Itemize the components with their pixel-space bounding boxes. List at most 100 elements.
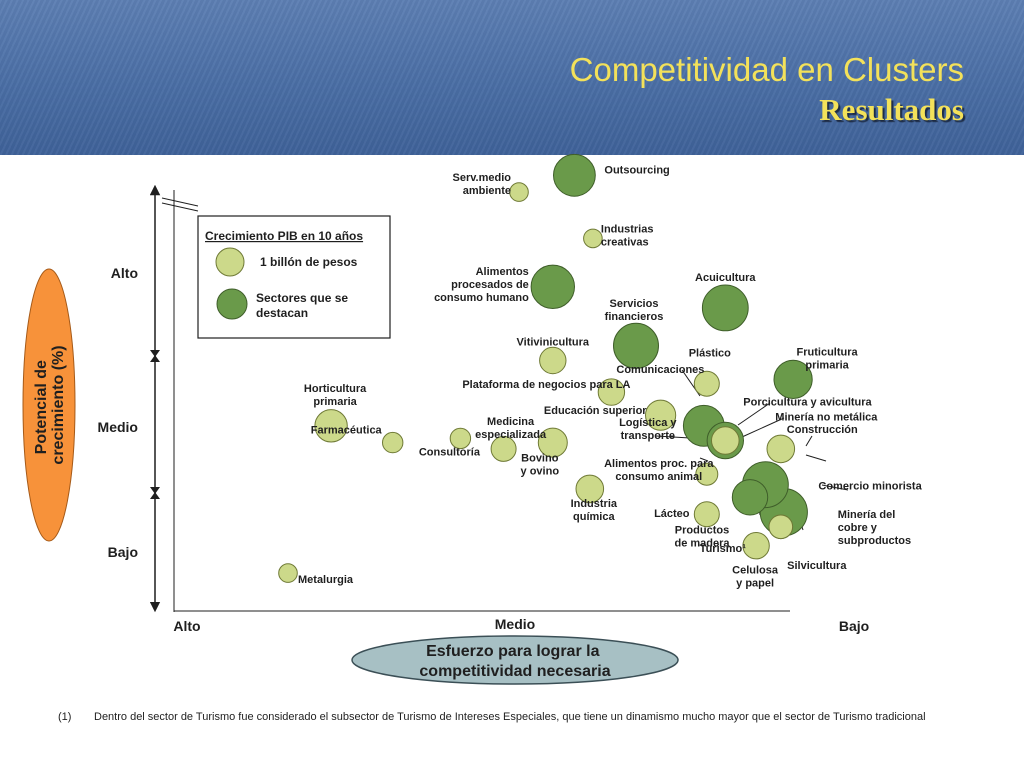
label-productos-de-madera-line-1: Productos — [675, 524, 729, 536]
y-axis-title-line-1: Potencial de — [33, 360, 50, 454]
leader-mineria-no-metalica — [741, 417, 785, 438]
label-mineria-del-cobre-y-subproductos-line-1: Minería del — [838, 509, 895, 521]
label-alimentos-procesados-de-consumo-humano-line-3: consumo humano — [434, 292, 529, 304]
label-porcicultura-y-avicultura: Porcicultura y avicultura — [743, 397, 872, 409]
label-acuicultura-line-1: Acuicultura — [695, 272, 756, 284]
label-silvicultura-line-1: Silvicultura — [787, 560, 847, 572]
plot-axes — [161, 190, 790, 612]
legend-label-highlight-line-2: destacan — [256, 306, 308, 320]
legend-swatch-highlight — [216, 288, 248, 320]
label-alimentos-proc-para-consumo-animal-line-2: consumo animal — [615, 471, 702, 483]
label-consultoria: Consultoría — [419, 446, 481, 458]
bubble-serv-medio-ambiente — [509, 182, 529, 202]
bubble-construccion — [766, 434, 796, 464]
label-medicina-especializada-line-2: especializada — [475, 429, 547, 441]
bubble-industria-quimica — [575, 474, 605, 504]
bubble-alimentos-proc-para-consumo-animal — [695, 462, 719, 486]
label-acuicultura: Acuicultura — [695, 272, 756, 284]
label-educacion-superior: Educación superior — [544, 405, 647, 417]
bubble-comunicaciones — [597, 378, 626, 406]
label-logistica-y-transporte-line-2: transporte — [621, 430, 675, 442]
slide-header: Competitividad en Clusters Resultados — [0, 0, 1024, 155]
legend-title: Crecimiento PIB en 10 años — [205, 229, 363, 243]
leader-porcicultura — [737, 402, 771, 426]
label-industria-quimica-line-2: química — [573, 511, 615, 523]
label-fruticultura-primaria-line-1: Fruticultura — [797, 346, 859, 358]
label-mineria-no-metalica-line-1: Minería no metálica — [775, 412, 878, 424]
label-comunicaciones: Comunicaciones — [616, 364, 704, 376]
slide-title: Competitividad en Clusters — [569, 51, 964, 88]
label-medicina-especializada-line-1: Medicina — [487, 416, 535, 428]
bubble-silvicultura — [768, 514, 794, 540]
label-productos-de-madera-line-2: de madera — [674, 537, 730, 549]
label-mineria-no-metalica: Minería no metálica — [775, 412, 878, 424]
leader-mineria-cobre — [821, 484, 849, 491]
leader-construccion — [805, 435, 813, 447]
header-texture — [0, 0, 1024, 155]
bubble-celulosa-y-papel — [742, 532, 770, 560]
label-comunicaciones-line-1: Comunicaciones — [616, 364, 704, 376]
label-consultoria-line-1: Consultoría — [419, 446, 481, 458]
x-axis-title: Esfuerzo para lograr la competitividad n… — [419, 643, 610, 680]
x-axis-title-ellipse — [351, 635, 679, 685]
bubble-educacion-superior — [645, 399, 677, 431]
label-construccion-line-1: Construcción — [787, 424, 858, 436]
y-scale-divider-lower — [150, 487, 160, 494]
label-outsourcing: Outsourcing — [604, 164, 669, 176]
slide-subtitle: Resultados — [819, 92, 964, 127]
label-metalurgia: Metalurgia — [298, 574, 354, 586]
bubble-mineria-no-metalica — [711, 426, 740, 455]
label-vitivinicultura: Vitivinicultura — [517, 337, 590, 349]
label-turismo-line-1: Turismo¹ — [700, 543, 747, 555]
bubble-bovino-y-ovino — [537, 427, 568, 458]
bubble-plastico — [693, 370, 720, 397]
label-industria-quimica-line-1: Industria — [571, 498, 618, 510]
bubble-farmaceutica — [382, 431, 404, 454]
footnote-text: Dentro del sector de Turismo fue conside… — [94, 711, 926, 723]
x-axis-title-group: Esfuerzo para lograr la competitividad n… — [351, 635, 679, 685]
bubble-medicina-especializada — [490, 435, 517, 462]
label-metalurgia-line-1: Metalurgia — [298, 574, 354, 586]
bubble-alimentos-procesados-de-consumo-humano — [530, 264, 575, 309]
label-mineria-del-cobre-y-subproductos-line-2: cobre y — [838, 522, 878, 534]
bubble-layer — [278, 153, 813, 583]
label-lacteo: Lácteo — [654, 508, 690, 520]
y-scale-divider-upper-b — [150, 355, 160, 362]
axis-break-mark-1 — [161, 197, 199, 207]
label-turismo: Turismo¹ — [700, 543, 747, 555]
x-tick-label-medio: Medio — [495, 616, 535, 632]
legend-label-highlight-line-1: Sectores que se — [256, 291, 348, 305]
y-axis-title: Potencial de crecimiento (%) — [33, 345, 67, 464]
y-axis-title-line-2: crecimiento (%) — [50, 345, 67, 464]
legend: Crecimiento PIB en 10 años 1 billón de p… — [197, 215, 391, 339]
label-farmaceutica-line-1: Farmacéutica — [311, 425, 383, 437]
label-bovino-y-ovino-line-2: y ovino — [521, 466, 560, 478]
label-celulosa-y-papel-line-2: y papel — [736, 578, 774, 590]
leader-alimentos-animal — [699, 457, 709, 462]
legend-swatch-normal — [215, 247, 245, 277]
y-tick-label-bajo: Bajo — [108, 544, 138, 560]
label-alimentos-procesados-de-consumo-humano-line-2: procesados de — [451, 279, 529, 291]
y-scale-divider-upper — [150, 350, 160, 357]
footnote-number: (1) — [58, 711, 72, 723]
label-industrias-creativas-line-2: creativas — [601, 236, 649, 248]
bubble-outsourcing — [553, 153, 596, 197]
label-celulosa-y-papel-line-1: Celulosa — [732, 565, 779, 577]
leader-logistica — [655, 435, 691, 439]
label-mineria-del-cobre-y-subproductos-line-3: subproductos — [838, 535, 911, 547]
bubble-vitivinicultura — [539, 346, 567, 375]
x-axis-title-line-2: competitividad necesaria — [419, 663, 610, 680]
label-logistica-y-transporte-line-1: Logística y — [619, 417, 677, 429]
bubble-servicios-financieros — [613, 322, 659, 369]
label-porcicultura-y-avicultura-line-1: Porcicultura y avicultura — [743, 397, 872, 409]
